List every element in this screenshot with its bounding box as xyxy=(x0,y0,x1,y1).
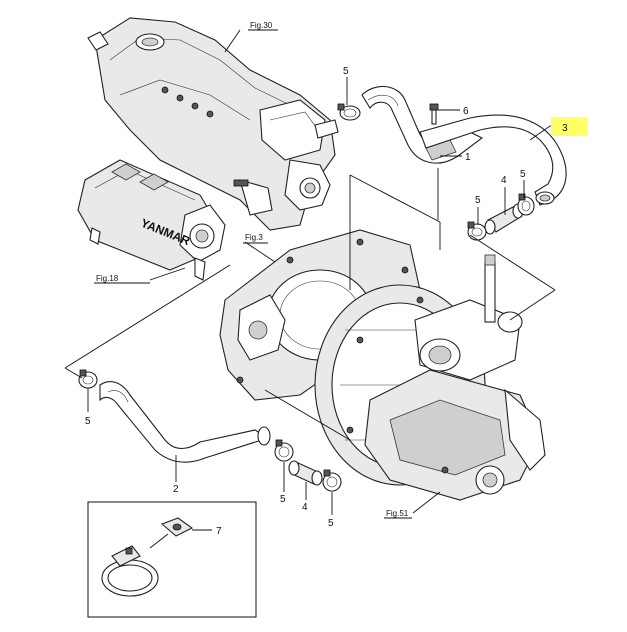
reference-lines xyxy=(64,168,556,441)
callout-1: 1 xyxy=(465,152,471,163)
fig18-label: Fig.18 xyxy=(96,274,119,283)
callout-5-top: 5 xyxy=(343,66,349,77)
clamp-5-upper-left xyxy=(467,221,487,241)
callout-4-upper: 4 xyxy=(501,175,507,186)
callout-5-left: 5 xyxy=(85,416,91,427)
callout-7: 7 xyxy=(216,526,222,537)
marine-gearbox xyxy=(314,254,546,501)
hose-2 xyxy=(99,381,271,463)
clamp-5-top xyxy=(337,103,361,121)
flywheel-housing xyxy=(219,229,421,401)
clamp-5-lower-a xyxy=(274,439,294,462)
bolt-6 xyxy=(429,103,439,125)
clamp-label-tag-7 xyxy=(160,517,194,537)
callout-4-lower: 4 xyxy=(302,502,308,513)
leader-lines xyxy=(87,77,557,515)
hose-3 xyxy=(419,114,567,206)
pipe-4-upper xyxy=(484,203,524,235)
fig30-label: Fig.30 xyxy=(250,21,273,30)
callout-6: 6 xyxy=(463,106,469,117)
clamp-5-left xyxy=(78,369,98,389)
clamp-5-lower-b xyxy=(322,469,342,492)
fig51-label: Fig.51 xyxy=(386,509,409,518)
hose-clamp-7 xyxy=(101,545,159,597)
pipe-4-lower xyxy=(288,460,323,486)
callout-5-upper-left: 5 xyxy=(475,195,481,206)
cylinder-head-assembly xyxy=(87,17,339,231)
clamp-5-upper-right xyxy=(517,193,535,216)
callout-5-lower-b: 5 xyxy=(328,518,334,529)
inset-box xyxy=(87,501,257,618)
callout-5-lower-a: 5 xyxy=(280,494,286,505)
callout-2: 2 xyxy=(173,484,179,495)
intake-manifold xyxy=(77,159,226,281)
callout-3-highlight xyxy=(551,117,587,136)
callout-5-upper-right: 5 xyxy=(520,169,526,180)
callout-3: 3 xyxy=(562,123,568,134)
fig3-label: Fig.3 xyxy=(245,233,263,242)
